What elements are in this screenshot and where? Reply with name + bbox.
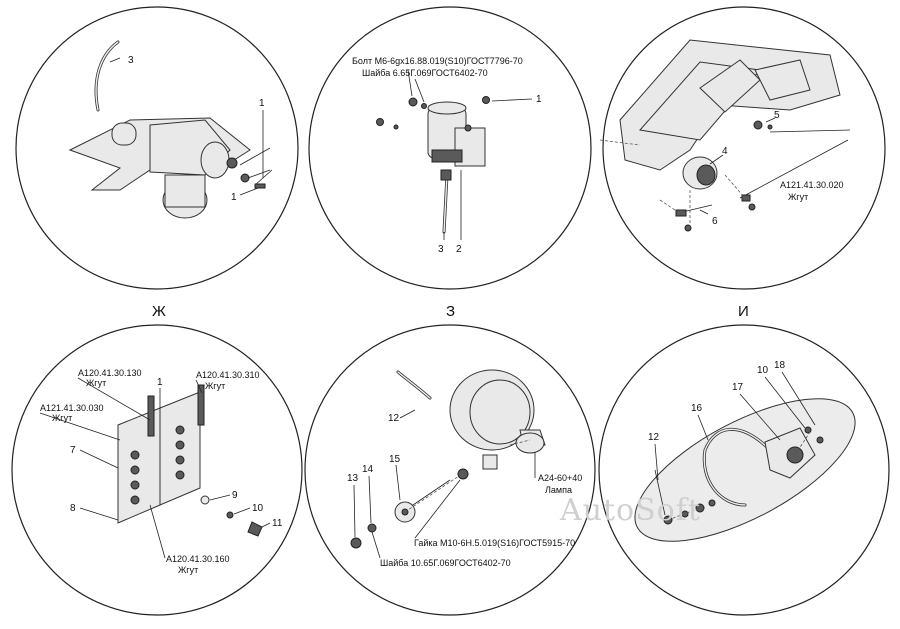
annotation-harness-code-tr: А121.41.30.020 <box>780 180 844 190</box>
leader-harness-030 <box>39 412 121 441</box>
callout-11: 11 <box>272 518 283 529</box>
callout-17: 17 <box>732 382 744 393</box>
annotation-harness-code-030: А121.41.30.030 <box>40 403 104 413</box>
callout-10-i: 10 <box>757 365 769 376</box>
view-circle-i <box>598 324 890 616</box>
leader-harness-310 <box>195 379 203 394</box>
annotation-harness-030: Жгут <box>52 413 72 423</box>
leader-10-zh <box>233 507 251 515</box>
callout-1-center: 1 <box>536 94 542 105</box>
annotation-lamp: Лампа <box>545 485 572 495</box>
leader-9 <box>209 494 231 501</box>
view-circle-z <box>304 324 596 616</box>
callout-3: 3 <box>128 55 134 66</box>
view-circle-zh <box>11 324 303 616</box>
callout-15: 15 <box>389 454 401 465</box>
view-z-drawing <box>350 369 546 549</box>
leader-14 <box>368 475 372 524</box>
leader-16 <box>697 414 709 441</box>
leader-12-z <box>399 409 416 419</box>
callout-3-center: 3 <box>438 244 444 255</box>
callout-8: 8 <box>70 503 76 514</box>
annotation-harness-tr: Жгут <box>788 192 808 202</box>
leader-harness-130 <box>77 377 151 421</box>
leader-5 <box>765 117 776 123</box>
leader-nut <box>414 479 461 539</box>
section-letter-i: И <box>738 303 749 320</box>
section-letter-z: З <box>446 303 455 320</box>
leader-7 <box>79 449 119 469</box>
leader-washer <box>414 78 425 103</box>
view-top-center-drawing <box>376 96 490 234</box>
view-circle-top-right <box>602 6 886 290</box>
view-circle-top-center <box>308 6 592 290</box>
callout-2-center: 2 <box>456 244 462 255</box>
annotation-nut: Гайка М10-6Н.5.019(S16)ГОСТ5915-70 <box>414 538 575 548</box>
annotation-washer-z: Шайба 10.65Г.069ГОСТ6402-70 <box>380 558 511 568</box>
leader-3 <box>109 57 121 63</box>
callout-10-zh: 10 <box>252 503 264 514</box>
callout-5: 5 <box>774 110 780 121</box>
view-circle-top-left <box>15 6 299 290</box>
leader-17 <box>739 393 781 441</box>
callout-16: 16 <box>691 403 703 414</box>
leader-harness-160 <box>149 504 166 559</box>
callout-7: 7 <box>70 445 76 456</box>
leader-11 <box>261 522 271 528</box>
section-letter-zh: Ж <box>152 303 166 320</box>
callout-1-zh: 1 <box>157 377 163 388</box>
callout-12-z: 12 <box>388 413 400 424</box>
annotation-washer: Шайба 6.65Г.069ГОСТ6402-70 <box>362 68 488 78</box>
leader-4 <box>709 154 724 165</box>
annotation-harness-code-160: А120.41.30.160 <box>166 554 230 564</box>
leader-18 <box>781 371 816 426</box>
view-i-drawing <box>634 398 856 542</box>
annotation-harness-160: Жгут <box>178 565 198 575</box>
leader-15 <box>395 464 401 501</box>
annotation-lamp-code: А24-60+40 <box>538 473 582 483</box>
annotation-harness-code-310: А120.41.30.310 <box>196 370 260 380</box>
callout-1-upper: 1 <box>259 98 265 109</box>
leader-12-i <box>654 443 659 481</box>
leader-washer-z <box>371 531 381 559</box>
callout-9: 9 <box>232 490 238 501</box>
annotation-harness-130: Жгут <box>86 378 106 388</box>
annotation-harness-310: Жгут <box>205 381 225 391</box>
view-top-left-drawing <box>68 40 273 219</box>
leader-1-center <box>491 98 533 102</box>
callout-12-i: 12 <box>648 432 660 443</box>
view-top-right-drawing <box>599 39 851 232</box>
annotation-bolt: Болт М6-6gх16.88.019(S10)ГОСТ7796-70 <box>352 56 523 66</box>
callout-13: 13 <box>347 473 359 484</box>
annotation-harness-code-130: А120.41.30.130 <box>78 368 142 378</box>
leader-6 <box>699 209 709 215</box>
watermark: AutoSoft <box>559 493 701 528</box>
view-zh-drawing <box>117 384 263 537</box>
leader-bolt <box>407 69 413 97</box>
leader-1-lower <box>239 187 259 196</box>
callout-1-lower: 1 <box>231 192 237 203</box>
callout-18: 18 <box>774 360 786 371</box>
callout-6: 6 <box>712 216 718 227</box>
callout-14: 14 <box>362 464 374 475</box>
leader-8 <box>79 507 119 521</box>
leader-13 <box>353 484 356 538</box>
callout-4: 4 <box>722 146 728 157</box>
leader-10-i <box>764 376 806 429</box>
